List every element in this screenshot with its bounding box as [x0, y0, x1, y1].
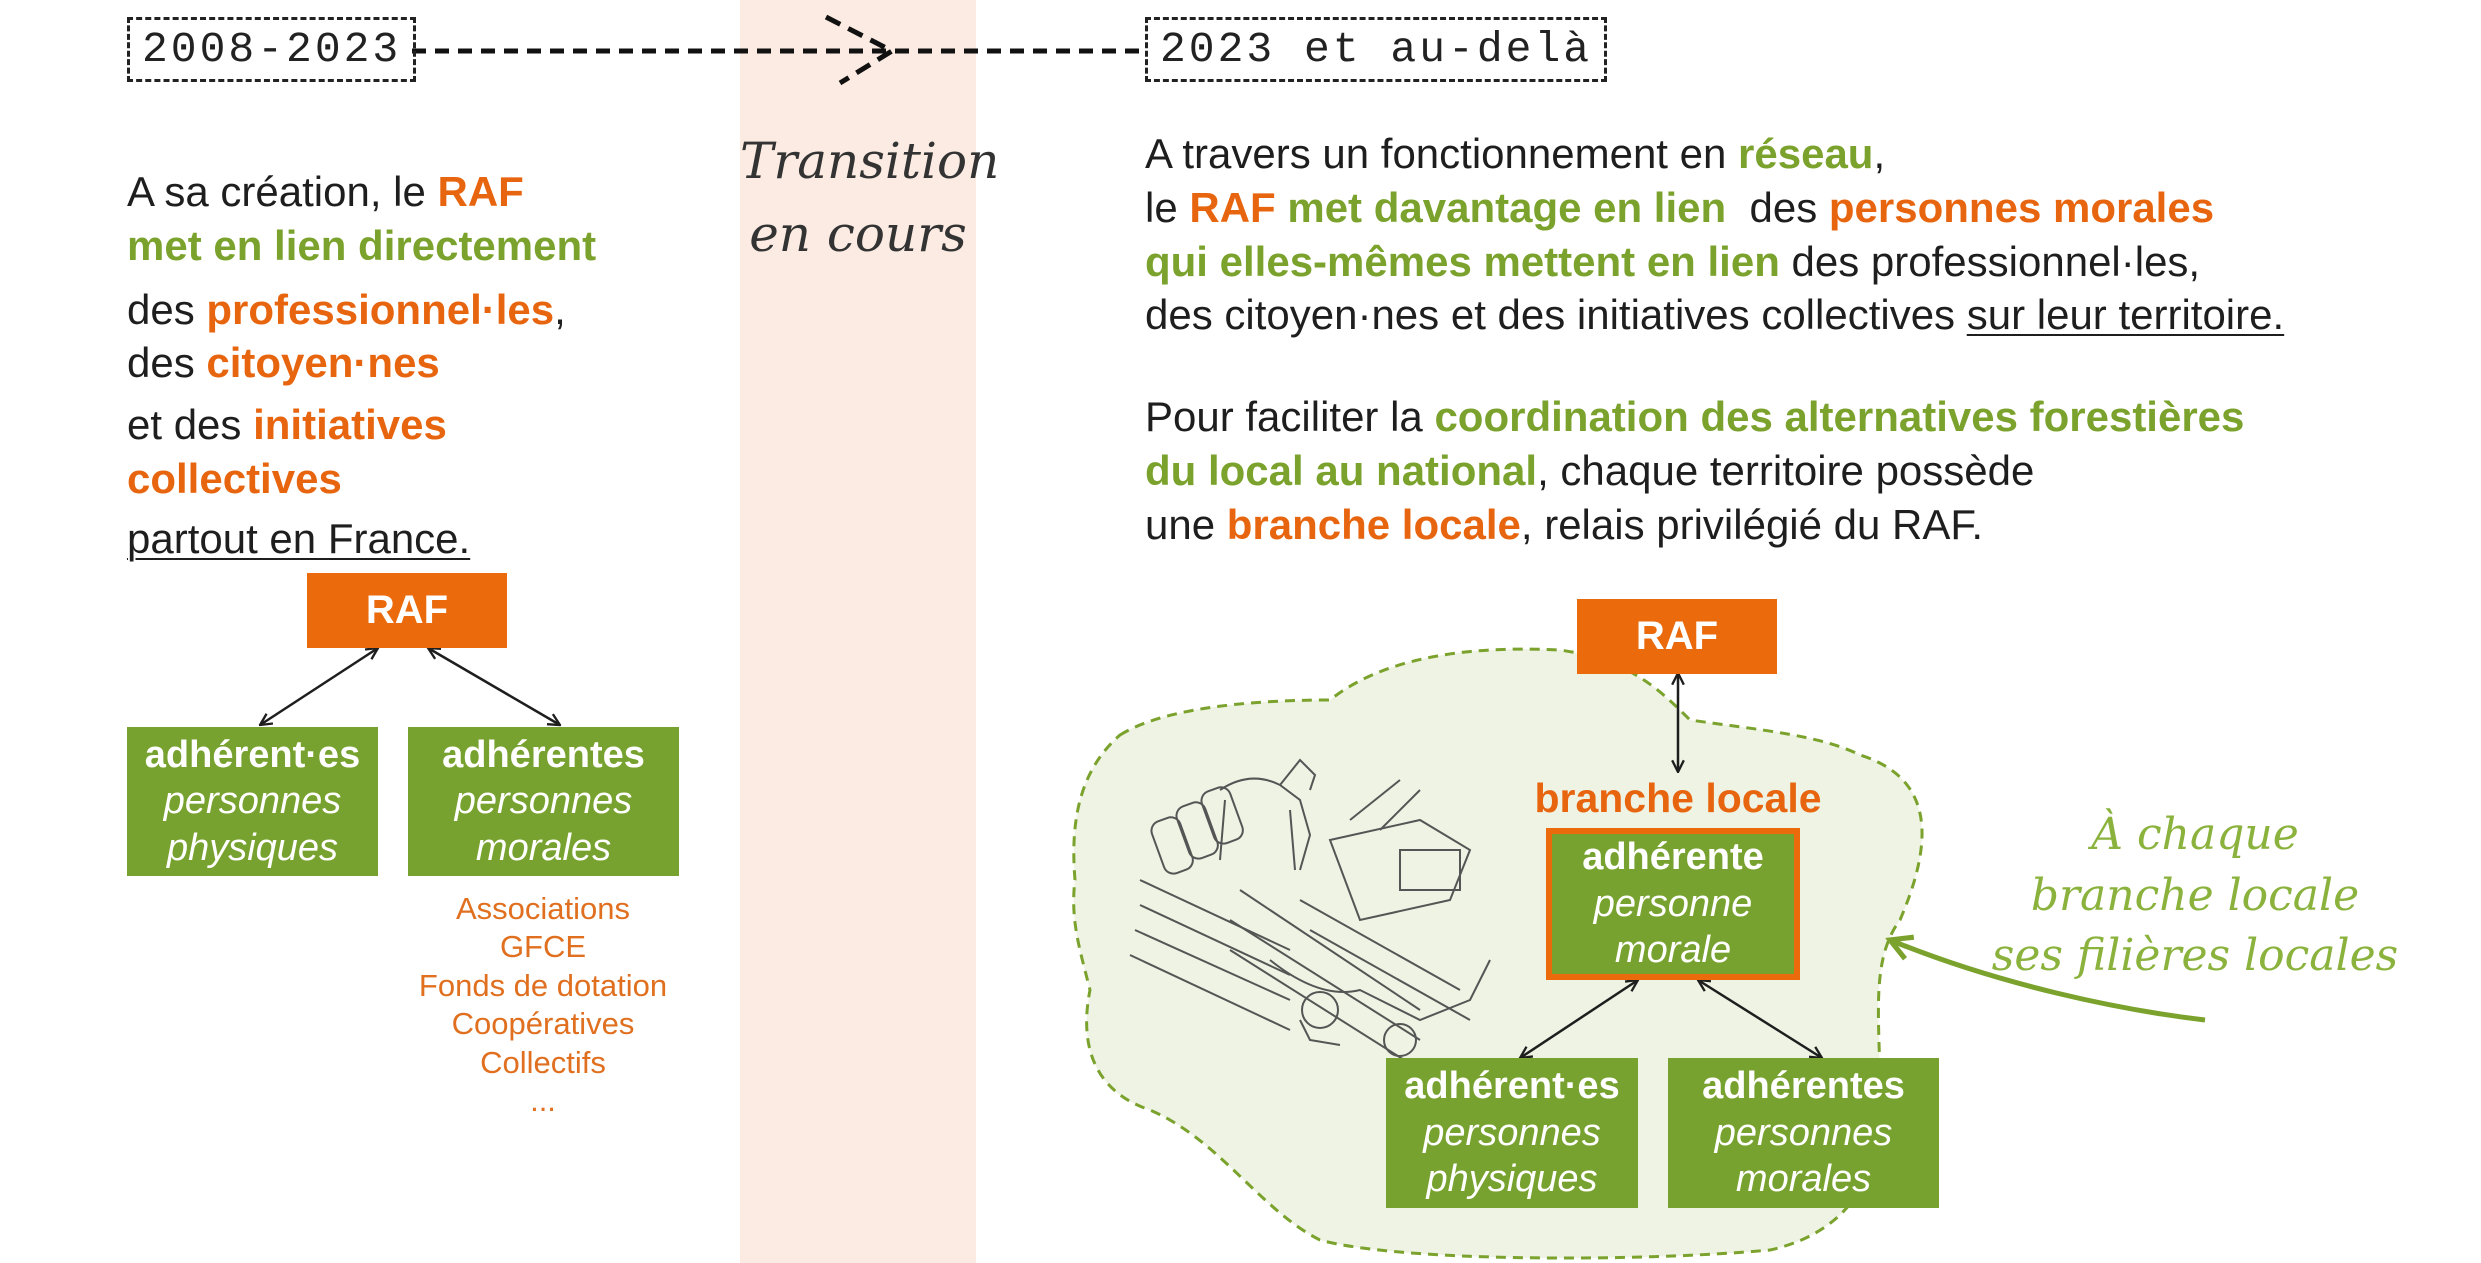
text-highlight: collectives	[127, 454, 342, 502]
text-segment: A sa création, le	[127, 168, 438, 215]
box-title: adhérente	[1582, 836, 1764, 879]
note-line: branche locale	[2030, 869, 2360, 921]
text-segment: , relais privilégié du RAF.	[1520, 500, 1984, 548]
text-highlight: met davantage en lien	[1275, 183, 1727, 231]
text-highlight: initiatives	[253, 401, 447, 448]
box-title: adhérent·es	[1404, 1065, 1620, 1108]
text-highlight: RAF	[1189, 183, 1276, 231]
transition-label: Transition en cours	[740, 125, 1000, 270]
right-raf-box: RAF	[1577, 599, 1777, 674]
text-segment: des	[1726, 183, 1829, 231]
text-segment: Pour faciliter la	[1145, 393, 1435, 440]
list-item: GFCE	[499, 929, 587, 965]
right-members-physical-box: adhérent·es personnes physiques	[1386, 1058, 1638, 1208]
box-title: adhérentes	[442, 733, 645, 776]
text-segment: A travers un fonctionnement en	[1145, 130, 1739, 177]
text-segment: partout en France.	[127, 514, 471, 562]
text-segment: et des	[127, 401, 254, 448]
box-subtitle: physiques	[166, 826, 339, 869]
transition-band	[740, 0, 976, 1263]
text-highlight: personnes morales	[1828, 183, 2215, 231]
right-description-1: A travers un fonctionnement en réseau, l…	[1145, 127, 2284, 342]
list-item: ...	[530, 1083, 556, 1119]
period-start-label: 2008-2023	[127, 17, 417, 83]
text-segment: des	[127, 339, 207, 387]
transition-line-1: Transition	[740, 132, 1000, 190]
text-highlight: professionnel·les	[206, 285, 555, 333]
left-raf-box: RAF	[307, 573, 507, 648]
box-subtitle: morale	[1614, 929, 1732, 972]
box-subtitle: morales	[475, 826, 612, 869]
organization-types-list: Associations GFCE Fonds de dotation Coop…	[393, 890, 693, 1121]
box-subtitle: personnes	[454, 780, 633, 823]
box-subtitle: personnes	[163, 780, 342, 823]
box-subtitle: personnes	[1714, 1111, 1893, 1154]
local-branch-member-box: adhérente personne morale	[1546, 828, 1800, 980]
right-description-2: Pour faciliter la coordination des alter…	[1145, 390, 2244, 551]
text-highlight: qui elles-mêmes mettent en lien	[1145, 237, 1780, 285]
text-highlight: met en lien directement	[127, 221, 597, 269]
text-highlight: du local au national	[1145, 446, 1538, 494]
left-arrow-2	[428, 648, 560, 725]
transition-line-2: en cours	[749, 204, 967, 263]
list-item: Coopératives	[451, 1006, 635, 1042]
side-note-arrow	[1890, 940, 2206, 1023]
text-segment: une	[1145, 500, 1227, 548]
text-segment: sur leur territoire.	[1966, 291, 2285, 339]
list-item: Associations	[455, 891, 631, 926]
text-highlight: réseau	[1738, 130, 1874, 177]
list-item: Fonds de dotation	[418, 967, 668, 1003]
text-highlight: citoyen·nes	[206, 339, 440, 387]
right-arrow-2	[1698, 980, 1822, 1058]
box-title: adhérent·es	[144, 733, 361, 776]
period-end-label: 2023 et au-delà	[1145, 17, 1608, 83]
box-subtitle: physiques	[1426, 1158, 1598, 1201]
text-segment: le	[1145, 183, 1190, 231]
text-segment: des	[127, 285, 207, 333]
left-members-physical-box: adhérent·es personnes physiques	[127, 727, 378, 876]
text-highlight: RAF	[437, 168, 524, 215]
left-members-legal-box: adhérentes personnes morales	[408, 727, 679, 876]
note-line: ses filières locales	[1991, 930, 2399, 982]
box-subtitle: morales	[1735, 1158, 1872, 1201]
box-subtitle: personne	[1593, 882, 1753, 925]
text-highlight: branche locale	[1226, 500, 1521, 548]
text-segment: , chaque territoire possède	[1537, 446, 2035, 494]
right-arrow-1	[1520, 980, 1638, 1058]
note-line: À chaque	[2091, 809, 2299, 860]
box-subtitle: personnes	[1423, 1111, 1601, 1154]
timeline-arrowhead	[824, 14, 898, 86]
left-description: A sa création, le RAF met en lien direct…	[127, 165, 596, 565]
text-highlight: coordination des alternatives forestière…	[1434, 393, 2245, 440]
text-segment: ,	[554, 285, 566, 333]
forestry-sketch	[1129, 758, 1491, 1071]
text-segment: ,	[1873, 130, 1886, 177]
local-branch-label: branche locale	[1534, 775, 1822, 821]
local-sectors-note: À chaque branche locale ses filières loc…	[1985, 805, 2405, 987]
text-segment: des professionnel·les,	[1779, 237, 2201, 285]
left-arrow-1	[260, 648, 378, 725]
text-segment: des citoyen·nes et des initiatives colle…	[1145, 291, 1967, 339]
right-members-legal-box: adhérentes personnes morales	[1668, 1058, 1939, 1208]
list-item: Collectifs	[480, 1044, 606, 1080]
box-title: adhérentes	[1702, 1065, 1905, 1108]
